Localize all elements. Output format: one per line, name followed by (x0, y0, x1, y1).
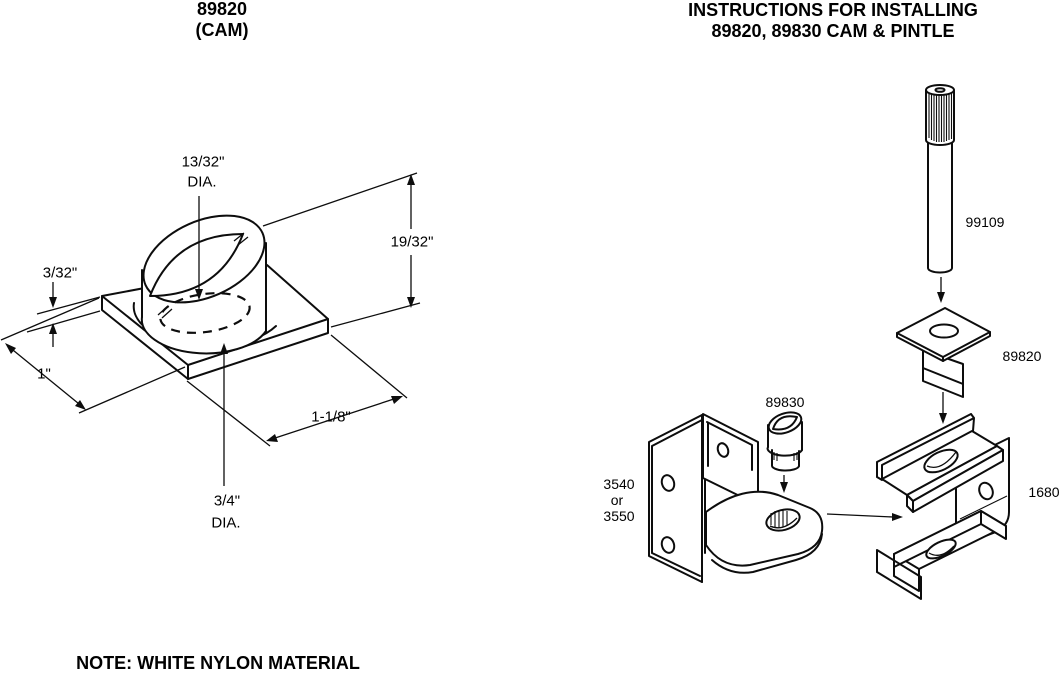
hatch-mark-left (157, 305, 173, 319)
dim-base-length (186, 334, 408, 447)
cam-plate-drawing (896, 307, 991, 398)
right-title-line1: INSTRUCTIONS FOR INSTALLING (688, 0, 978, 20)
dim-boss-diameter-value: 3/4" (213, 492, 241, 510)
label-hinge-line1: 3540 (603, 476, 635, 492)
label-hinge-line3: 3550 (603, 508, 635, 524)
hidden-hole-outline (159, 292, 251, 334)
dim-hole-diameter-unit: DIA. (187, 173, 217, 191)
label-hinge-line2: or (610, 492, 624, 508)
dim-base-thickness (26, 282, 101, 347)
label-cam-insert: 89830 (765, 394, 805, 410)
dim-base-thickness-value: 3/32" (42, 264, 78, 282)
cam-detail-drawing (0, 172, 421, 486)
cam-plate-tab (922, 349, 964, 398)
bottom-channel (876, 549, 922, 600)
cam-body (140, 214, 267, 355)
label-keeper-bracket: 1680 (1028, 484, 1060, 500)
hinge-bracket-drawing (648, 413, 824, 583)
cam-insert-drawing (766, 411, 803, 472)
left-title-line2: (CAM) (195, 20, 249, 40)
spline-hatching (770, 510, 788, 528)
dim-hole-diameter (195, 196, 203, 300)
reflection-line (959, 495, 1008, 520)
dim-base-width (0, 297, 186, 414)
dim-boss-diameter (220, 343, 228, 486)
pintle-pin-drawing (925, 84, 955, 274)
right-title-line2: 89820, 89830 CAM & PINTLE (711, 21, 955, 41)
dim-height (262, 172, 421, 328)
dim-base-length-value: 1-1/8" (311, 408, 351, 426)
keeper-bracket-drawing (876, 413, 1010, 600)
assembly-arrow-hinge-to-keeper (826, 513, 903, 521)
material-note: NOTE: WHITE NYLON MATERIAL (76, 653, 360, 673)
assembly-arrow-pin (937, 277, 945, 303)
hatch-mark-right (233, 232, 249, 246)
dim-hole-diameter-value: 13/32" (181, 153, 225, 171)
assembly-arrow-cam-plate (939, 392, 947, 424)
dim-base-width-value: 1" (37, 365, 51, 383)
label-cam-plate: 89820 (1002, 348, 1042, 364)
pintle-lug (705, 490, 824, 574)
assembly-arrow-cam-insert (780, 475, 788, 493)
dim-boss-diameter-unit: DIA. (211, 514, 241, 532)
label-pintle-pin: 99109 (965, 214, 1005, 230)
left-title-line1: 89820 (196, 0, 248, 19)
knurl-hatching (928, 93, 953, 142)
top-channel (876, 413, 1004, 513)
dim-height-value: 19/32" (390, 233, 434, 251)
